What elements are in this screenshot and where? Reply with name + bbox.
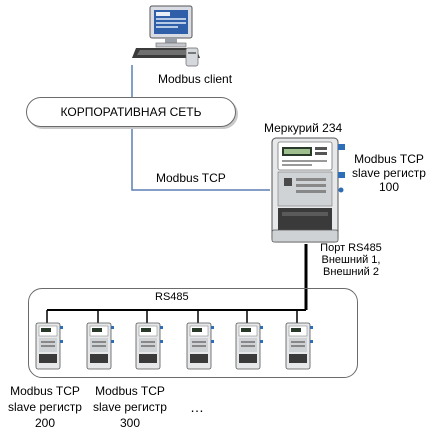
- corporate-network-label: КОРПОРАТИВНАЯ СЕТЬ: [60, 105, 202, 119]
- slave-2-line1: Modbus TCP: [95, 384, 165, 398]
- main-meter-port-line2: Внешний 1,: [321, 254, 381, 266]
- slave-1-line1: Modbus TCP: [10, 384, 80, 398]
- slave-meter-icon: [86, 310, 114, 370]
- slave-meter-icon: [186, 310, 214, 370]
- more-slaves-ellipsis: …: [190, 399, 204, 415]
- main-meter-slave-line1: Modbus TCP: [354, 152, 424, 166]
- slave-2-line2: slave регистр: [93, 400, 167, 414]
- slave-meter-icon: [285, 310, 313, 370]
- slave-2-register: 300: [119, 416, 141, 430]
- main-meter-port-line1: Порт RS485: [320, 242, 382, 254]
- tcp-link-label: Modbus TCP: [156, 171, 226, 185]
- slave-1-line2: slave регистр: [8, 400, 82, 414]
- slave-meter-icon: [135, 310, 163, 370]
- network-meter-link: [131, 127, 270, 191]
- main-meter-title: Меркурий 234: [264, 121, 343, 135]
- slave-meter-icon: [35, 310, 63, 370]
- main-meter-slave-register: 100: [378, 180, 400, 194]
- main-meter-slave-line2: slave регистр: [352, 166, 426, 180]
- slave-1-register: 200: [34, 416, 56, 430]
- main-meter-device: [271, 137, 345, 243]
- rs485-bus-frame: [28, 288, 358, 378]
- slave-meters-group: [35, 310, 313, 370]
- corporate-network: КОРПОРАТИВНАЯ СЕТЬ: [26, 97, 236, 127]
- rs485-bus-label: RS485: [155, 291, 189, 303]
- desktop-computer-icon: [132, 5, 200, 67]
- slave-meter-icon: [235, 310, 263, 370]
- main-meter-port-line3: Внешний 2: [323, 266, 379, 278]
- client-label: Modbus client: [158, 72, 233, 86]
